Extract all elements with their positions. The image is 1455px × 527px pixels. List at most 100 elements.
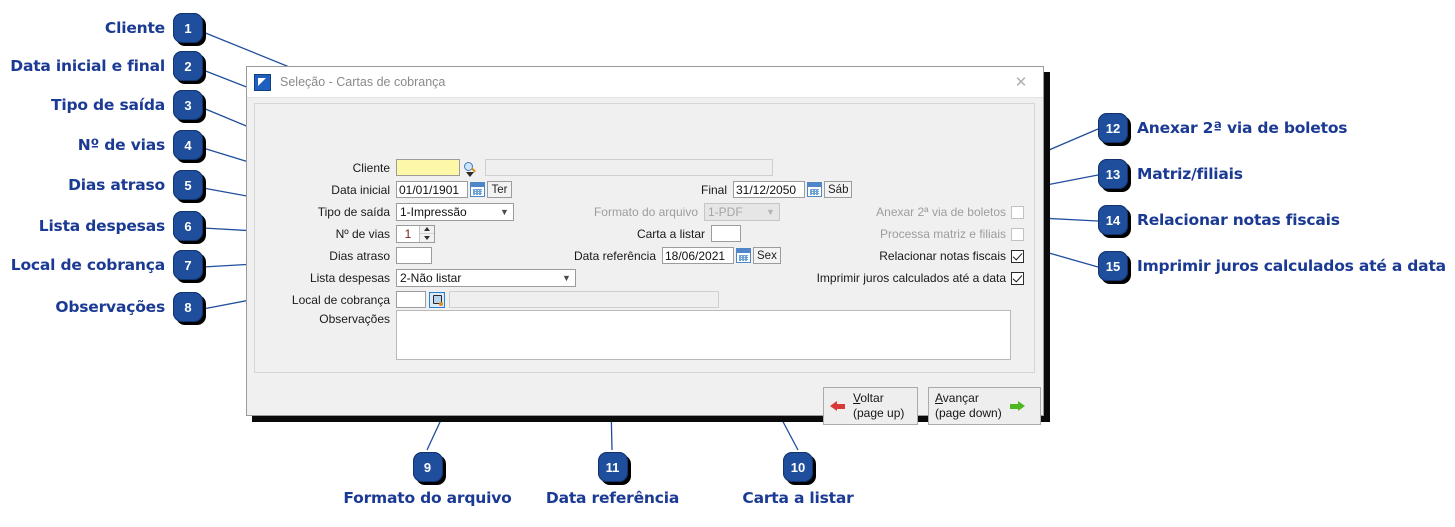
next-button-label: Avançar (page down) <box>935 391 1002 421</box>
label-carta-listar: Carta a listar <box>636 226 705 241</box>
checkbox-relacionar-nf[interactable] <box>1011 249 1024 263</box>
form-group-panel: Cliente Data inicial 01/01/1901 Ter Fina… <box>254 103 1035 373</box>
callout-label-12: Anexar 2ª via de boletos <box>1137 119 1348 137</box>
textarea-observacoes[interactable] <box>396 310 1011 360</box>
callout-label-1: Cliente <box>104 19 165 37</box>
selection-dialog: Seleção - Cartas de cobrança ✕ Cliente D… <box>246 66 1044 425</box>
back-button-text: oltar <box>860 391 884 405</box>
callout-14: 14 Relacionar notas fiscais <box>1098 205 1340 235</box>
weekday-data-referencia: Sex <box>753 247 781 264</box>
input-data-referencia[interactable]: 18/06/2021 <box>662 247 734 264</box>
input-data-final[interactable]: 31/12/2050 <box>733 181 805 198</box>
callout-13: 13 Matriz/filiais <box>1098 159 1243 189</box>
callout-badge-10: 10 <box>783 452 813 482</box>
callout-badge-4: 4 <box>173 130 203 160</box>
checkbox-row-matriz-filiais[interactable]: Processa matriz e filiais <box>880 225 1024 243</box>
callout-badge-9: 9 <box>412 452 443 482</box>
quantity-stepper-n-vias[interactable]: 1 <box>396 224 435 243</box>
next-button-hint: (page down) <box>935 406 1002 420</box>
next-button-text: vançar <box>942 391 979 405</box>
input-carta-listar[interactable] <box>711 225 741 242</box>
callout-label-6: Lista despesas <box>38 217 165 235</box>
checkbox-row-anexar-2via[interactable]: Anexar 2ª via de boletos <box>876 203 1024 221</box>
callout-badge-5: 5 <box>173 170 203 200</box>
input-cliente-code[interactable] <box>396 159 460 176</box>
input-local-cobranca-desc <box>449 291 719 308</box>
checkbox-label-matriz-filiais: Processa matriz e filiais <box>879 227 1006 241</box>
callout-badge-7: 7 <box>173 250 203 280</box>
label-final: Final <box>700 182 727 197</box>
weekday-data-inicial: Ter <box>487 181 512 198</box>
label-n-vias: Nº de vias <box>335 226 390 241</box>
callout-1: Cliente 1 <box>0 13 203 43</box>
callout-9: 9 Formato do arquivo <box>330 452 525 507</box>
label-data-referencia: Data referência <box>573 248 656 263</box>
callout-label-10: Carta a listar <box>742 489 854 507</box>
back-button[interactable]: Voltar (page up) <box>823 387 918 425</box>
next-button-accel: A <box>935 391 943 405</box>
checkbox-label-relacionar-nf: Relacionar notas fiscais <box>879 249 1006 263</box>
callout-label-9: Formato do arquivo <box>343 489 512 507</box>
input-data-inicial[interactable]: 01/01/1901 <box>396 181 468 198</box>
callout-15: 15 Imprimir juros calculados até a data <box>1098 251 1446 281</box>
callout-label-4: Nº de vias <box>77 136 165 154</box>
field-row-local-cobranca: Local de cobrança <box>255 290 1025 309</box>
calendar-icon[interactable] <box>807 182 822 197</box>
callout-label-2: Data inicial e final <box>10 57 165 75</box>
callout-badge-12: 12 <box>1098 113 1128 143</box>
chevron-down-icon: ▼ <box>562 272 571 283</box>
search-button-icon[interactable] <box>429 291 445 308</box>
select-lista-despesas[interactable]: 2-Não listar ▼ <box>396 268 576 287</box>
callout-12: 12 Anexar 2ª via de boletos <box>1098 113 1347 143</box>
callout-badge-1: 1 <box>173 13 203 43</box>
calendar-icon[interactable] <box>470 182 485 197</box>
arrow-left-icon <box>830 399 847 413</box>
back-button-accel: V <box>853 391 861 405</box>
app-arrow-icon <box>254 73 271 91</box>
callout-badge-2: 2 <box>173 51 203 81</box>
calendar-icon[interactable] <box>736 248 751 263</box>
n-vias-value: 1 <box>404 226 412 241</box>
stepper-down-icon[interactable] <box>420 234 434 242</box>
caret-down-icon[interactable] <box>466 172 474 177</box>
checkbox-matriz-filiais[interactable] <box>1011 227 1024 241</box>
checkbox-row-imprimir-juros[interactable]: Imprimir juros calculados até a data <box>817 269 1024 287</box>
stepper-buttons[interactable] <box>419 225 434 242</box>
callout-badge-14: 14 <box>1098 205 1128 235</box>
dialog-title-bar[interactable]: Seleção - Cartas de cobrança ✕ <box>247 67 1043 98</box>
magnifier-icon[interactable] <box>463 161 477 175</box>
callout-label-11: Data referência <box>545 489 680 507</box>
label-data-inicial: Data inicial <box>331 182 390 197</box>
close-icon[interactable]: ✕ <box>1014 73 1028 91</box>
next-button[interactable]: Avançar (page down) <box>928 387 1041 425</box>
dialog-title: Seleção - Cartas de cobrança <box>280 75 446 89</box>
callout-label-8: Observações <box>55 298 165 316</box>
stepper-up-icon[interactable] <box>420 226 434 234</box>
callout-badge-8: 8 <box>173 292 203 322</box>
chevron-down-icon: ▼ <box>500 206 509 217</box>
label-tipo-saida: Tipo de saída <box>317 204 390 219</box>
field-row-cliente: Cliente <box>255 158 1025 177</box>
callout-4: Nº de vias 4 <box>0 130 203 160</box>
checkbox-label-imprimir-juros: Imprimir juros calculados até a data <box>816 271 1006 285</box>
checkbox-anexar-2via[interactable] <box>1011 205 1024 219</box>
select-formato-arquivo: 1-PDF ▼ <box>704 202 780 221</box>
callout-badge-13: 13 <box>1098 159 1128 189</box>
checkbox-row-relacionar-nf[interactable]: Relacionar notas fiscais <box>879 247 1024 265</box>
label-dias-atraso: Dias atraso <box>329 248 390 263</box>
callout-8: Observações 8 <box>0 292 203 322</box>
input-dias-atraso[interactable] <box>396 247 432 264</box>
chevron-down-icon: ▼ <box>766 206 775 217</box>
dialog-footer: Voltar (page up) Avançar (page down) <box>254 376 1041 436</box>
callout-badge-11: 11 <box>597 452 628 482</box>
callout-5: Dias atraso 5 <box>0 170 203 200</box>
checkbox-imprimir-juros[interactable] <box>1011 271 1024 285</box>
select-tipo-saida[interactable]: 1-Impressão ▼ <box>396 202 514 221</box>
label-lista-despesas: Lista despesas <box>309 270 390 285</box>
callout-11: 11 Data referência <box>530 452 695 507</box>
select-lista-despesas-value: 2-Não listar <box>400 270 462 285</box>
input-local-cobranca-code[interactable] <box>396 291 426 308</box>
checkbox-label-anexar-2via: Anexar 2ª via de boletos <box>876 205 1006 219</box>
label-observacoes: Observações <box>319 312 390 326</box>
dialog-body: Cliente Data inicial 01/01/1901 Ter Fina… <box>247 98 1043 425</box>
